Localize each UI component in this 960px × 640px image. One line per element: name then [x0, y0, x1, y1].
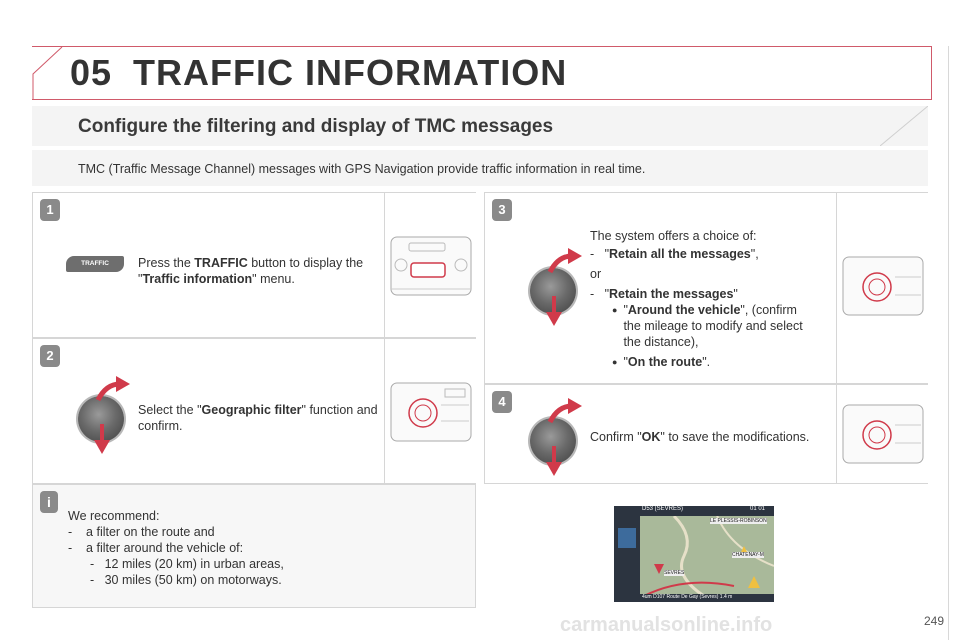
section-title: Configure the filtering and display of T… [78, 116, 554, 137]
section-title-band [32, 106, 928, 146]
rotate-press-arrow-icon [546, 398, 582, 476]
intro-text: TMC (Traffic Message Channel) messages w… [78, 162, 646, 176]
step-4-illustration [836, 385, 928, 483]
recommendation-line: - a filter around the vehicle of: [68, 541, 244, 555]
recommendation-panel [32, 484, 476, 608]
section-corner-icon [880, 106, 928, 146]
page-number: 249 [923, 614, 944, 628]
step-2-text: Select the "Geographic filter" function … [138, 403, 378, 433]
map-place: SEVRES [664, 570, 685, 576]
step-1-text: Press the TRAFFIC button to display the … [138, 256, 364, 286]
sub-option-on-route: ● "On the route". [612, 355, 711, 369]
step-3-text: The system offers a choice of: - "Retain… [590, 228, 826, 370]
option-retain-all: - "Retain all the messages", [590, 247, 759, 261]
step-3-badge: 3 [492, 199, 512, 221]
map-road-label: D53 (SEVRES) [642, 506, 684, 512]
navigation-map-screen: D53 (SEVRES) 01 01 LE PLESSIS-ROBINSON C… [614, 506, 774, 602]
step-1-badge: 1 [40, 199, 60, 221]
step-3-intro: The system offers a choice of: [590, 229, 757, 243]
recommendation-line: - a filter on the route and [68, 525, 215, 539]
rotate-press-arrow-icon [94, 376, 130, 454]
recommendation-line: - 30 miles (50 km) on motorways. [90, 573, 282, 587]
page-edge-rule [948, 46, 949, 640]
console-traffic-icon [390, 236, 472, 296]
map-footer: 4um D107 Route De Gay (Sevres) 1.4 m [642, 594, 733, 600]
map-place: CHATENAY-M [732, 552, 764, 558]
console-knob-icon [842, 256, 924, 316]
step-4-badge: 4 [492, 391, 512, 413]
map-time: 01 01 [750, 506, 766, 512]
map-place: LE PLESSIS-ROBINSON [710, 518, 767, 524]
chapter-title: TRAFFIC INFORMATION [133, 52, 568, 93]
option-retain-messages: - "Retain the messages" [590, 287, 738, 301]
console-knob-icon [842, 404, 924, 464]
watermark: carmanualsonline.info [560, 614, 773, 636]
recommendation-line: We recommend: [68, 509, 160, 523]
recommendation-text: We recommend: - a filter on the route an… [68, 508, 284, 588]
traffic-button-icon: TRAFFIC [66, 256, 124, 272]
sub-option-around-vehicle: ● "Around the vehicle", (confirm the mil… [612, 303, 803, 349]
chapter-header-frame [32, 46, 932, 100]
step-4-text: Confirm "OK" to save the modifications. [590, 430, 810, 444]
header-corner-icon [32, 46, 63, 100]
step-1-illustration [384, 193, 476, 337]
or-label: or [590, 267, 602, 281]
console-knob-icon [390, 382, 472, 442]
recommendation-line: - 12 miles (20 km) in urban areas, [90, 557, 284, 571]
step-3-illustration [836, 193, 928, 383]
chapter-number: 05 [70, 52, 113, 93]
rotate-press-arrow-icon [546, 248, 582, 326]
step-2-illustration [384, 339, 476, 483]
intro-band [32, 150, 928, 186]
info-icon: i [40, 491, 58, 513]
step-2-badge: 2 [40, 345, 60, 367]
